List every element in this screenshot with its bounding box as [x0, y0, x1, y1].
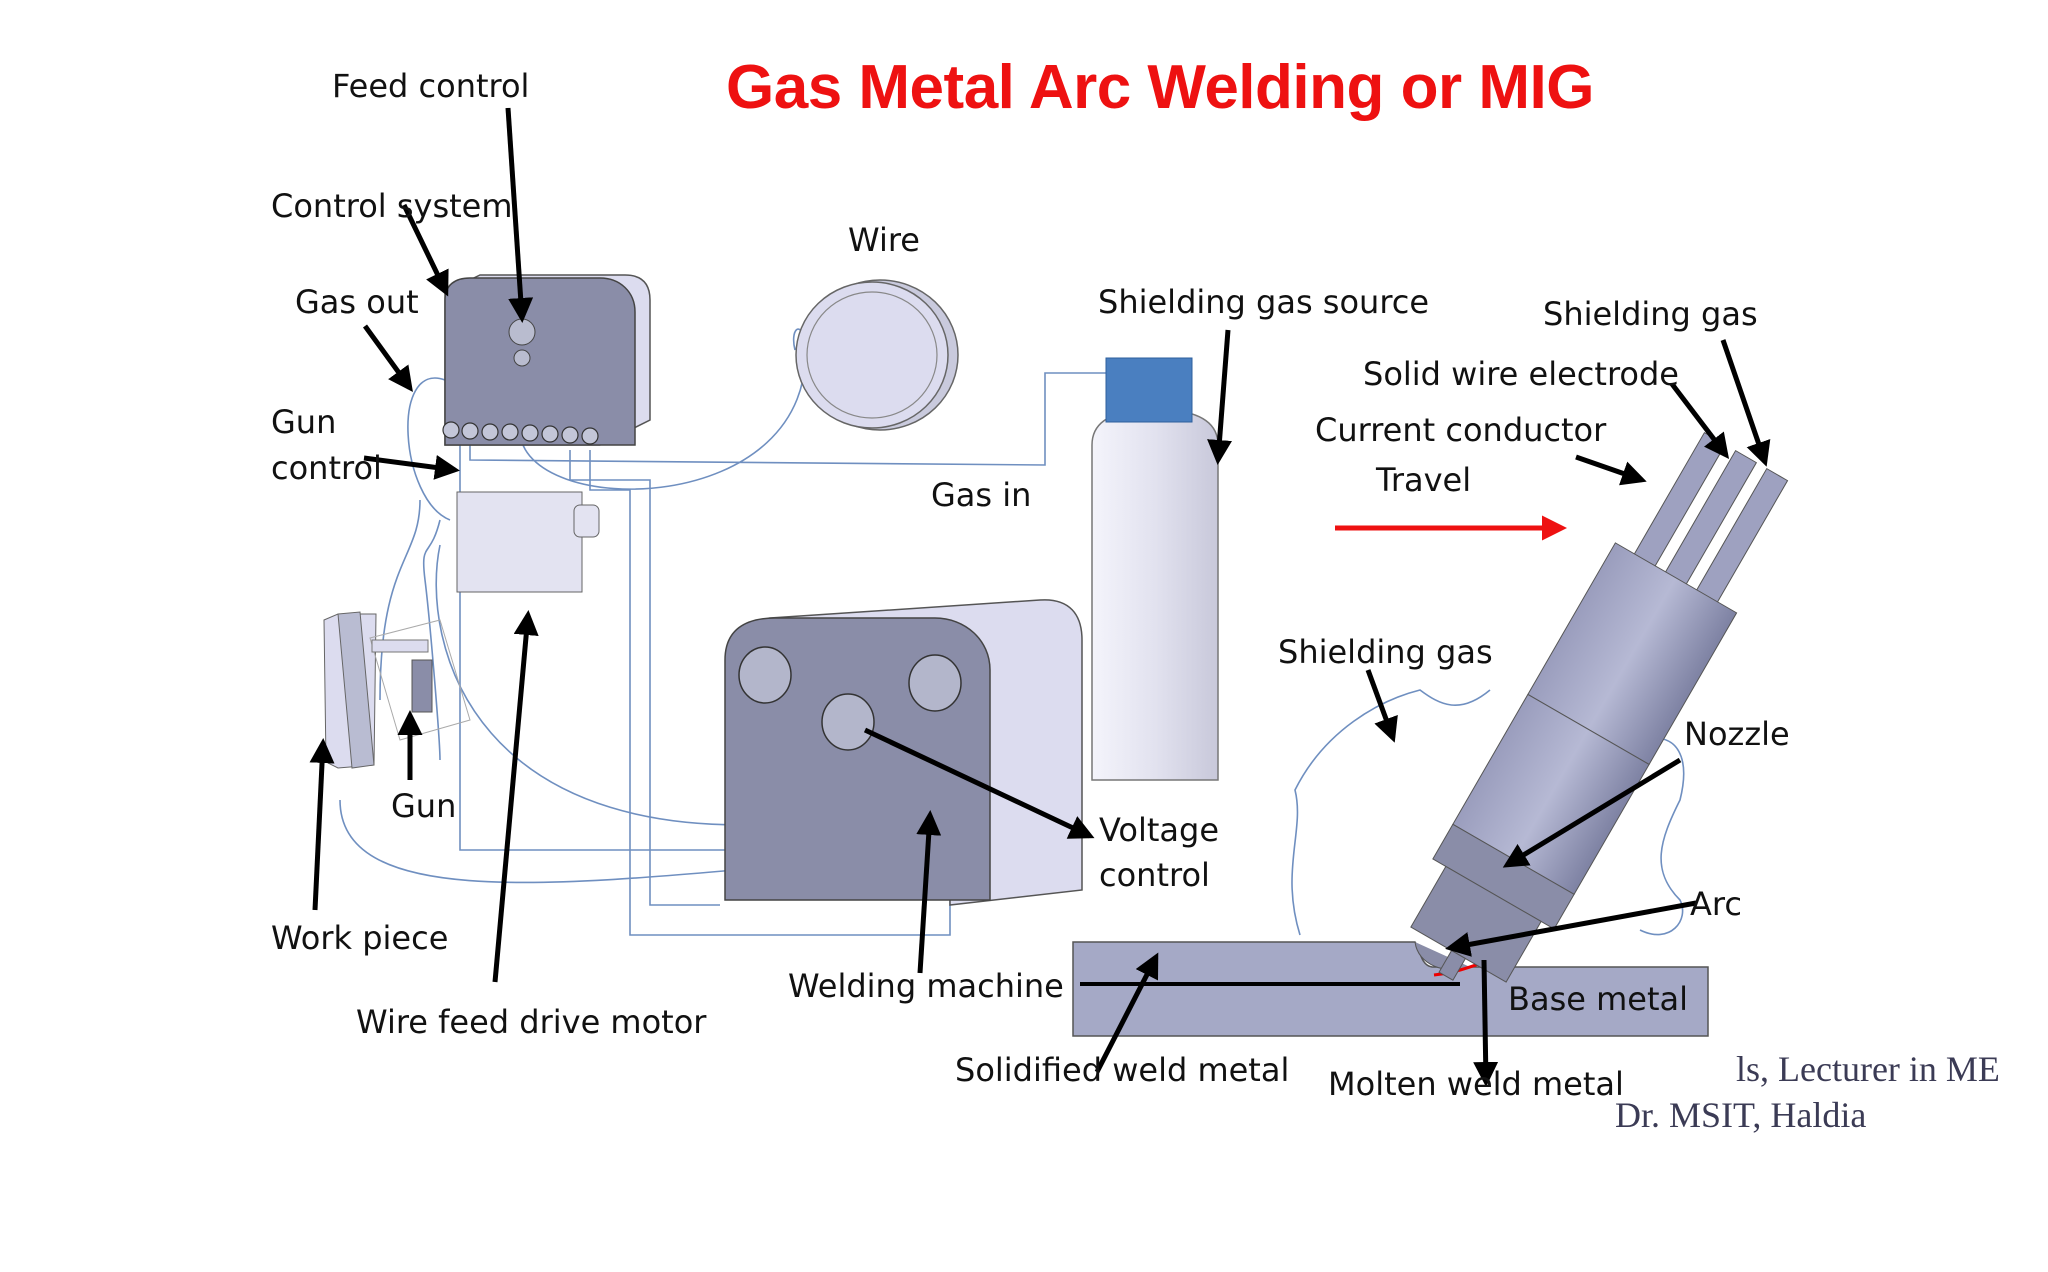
label-arc: Arc [1690, 885, 1742, 923]
welding-machine-body [724, 599, 1083, 906]
work-piece-assembly [323, 611, 471, 769]
welding-torch [1410, 431, 1789, 983]
label-solidified-weld-metal: Solidified weld metal [955, 1051, 1290, 1089]
label-nozzle: Nozzle [1684, 715, 1790, 753]
label-gun-control-line2: control [271, 449, 382, 487]
label-solid-wire-electrode: Solid wire electrode [1363, 355, 1679, 393]
label-base-metal: Base metal [1508, 980, 1688, 1018]
label-travel: Travel [1376, 461, 1472, 499]
label-control-system: Control system [271, 187, 513, 225]
label-molten-weld-metal: Molten weld metal [1328, 1065, 1624, 1103]
credit-line-2: Dr. MSIT, Haldia [1615, 1095, 1867, 1135]
wire-spool [795, 279, 959, 431]
label-shielding-gas-mid: Shielding gas [1278, 633, 1493, 671]
label-current-conductor: Current conductor [1315, 411, 1607, 449]
gas-cylinder [1091, 357, 1219, 781]
label-gas-in: Gas in [931, 476, 1032, 514]
pointer-arrows [309, 107, 1771, 1087]
label-work-piece: Work piece [271, 919, 449, 957]
label-gas-out: Gas out [295, 283, 419, 321]
credit-line-1: ls, Lecturer in ME [1736, 1049, 2000, 1089]
control-system-box [442, 274, 651, 446]
label-voltage-control-line2: control [1099, 856, 1210, 894]
label-feed-control: Feed control [332, 67, 530, 105]
label-gun-control-line1: Gun [271, 403, 337, 441]
label-shielding-gas-source: Shielding gas source [1098, 283, 1430, 321]
wire-feed-motor-box [456, 491, 600, 593]
label-welding-machine: Welding machine [788, 967, 1064, 1005]
diagram-title: Gas Metal Arc Welding or MIG [726, 53, 1594, 122]
shielding-gas-cloud [1291, 689, 1685, 936]
label-gun: Gun [391, 787, 457, 825]
label-voltage-control-line1: Voltage [1099, 811, 1220, 849]
label-wire-feed-drive-motor: Wire feed drive motor [356, 1003, 707, 1041]
label-wire: Wire [848, 221, 920, 259]
label-shielding-gas-top: Shielding gas [1543, 295, 1758, 333]
